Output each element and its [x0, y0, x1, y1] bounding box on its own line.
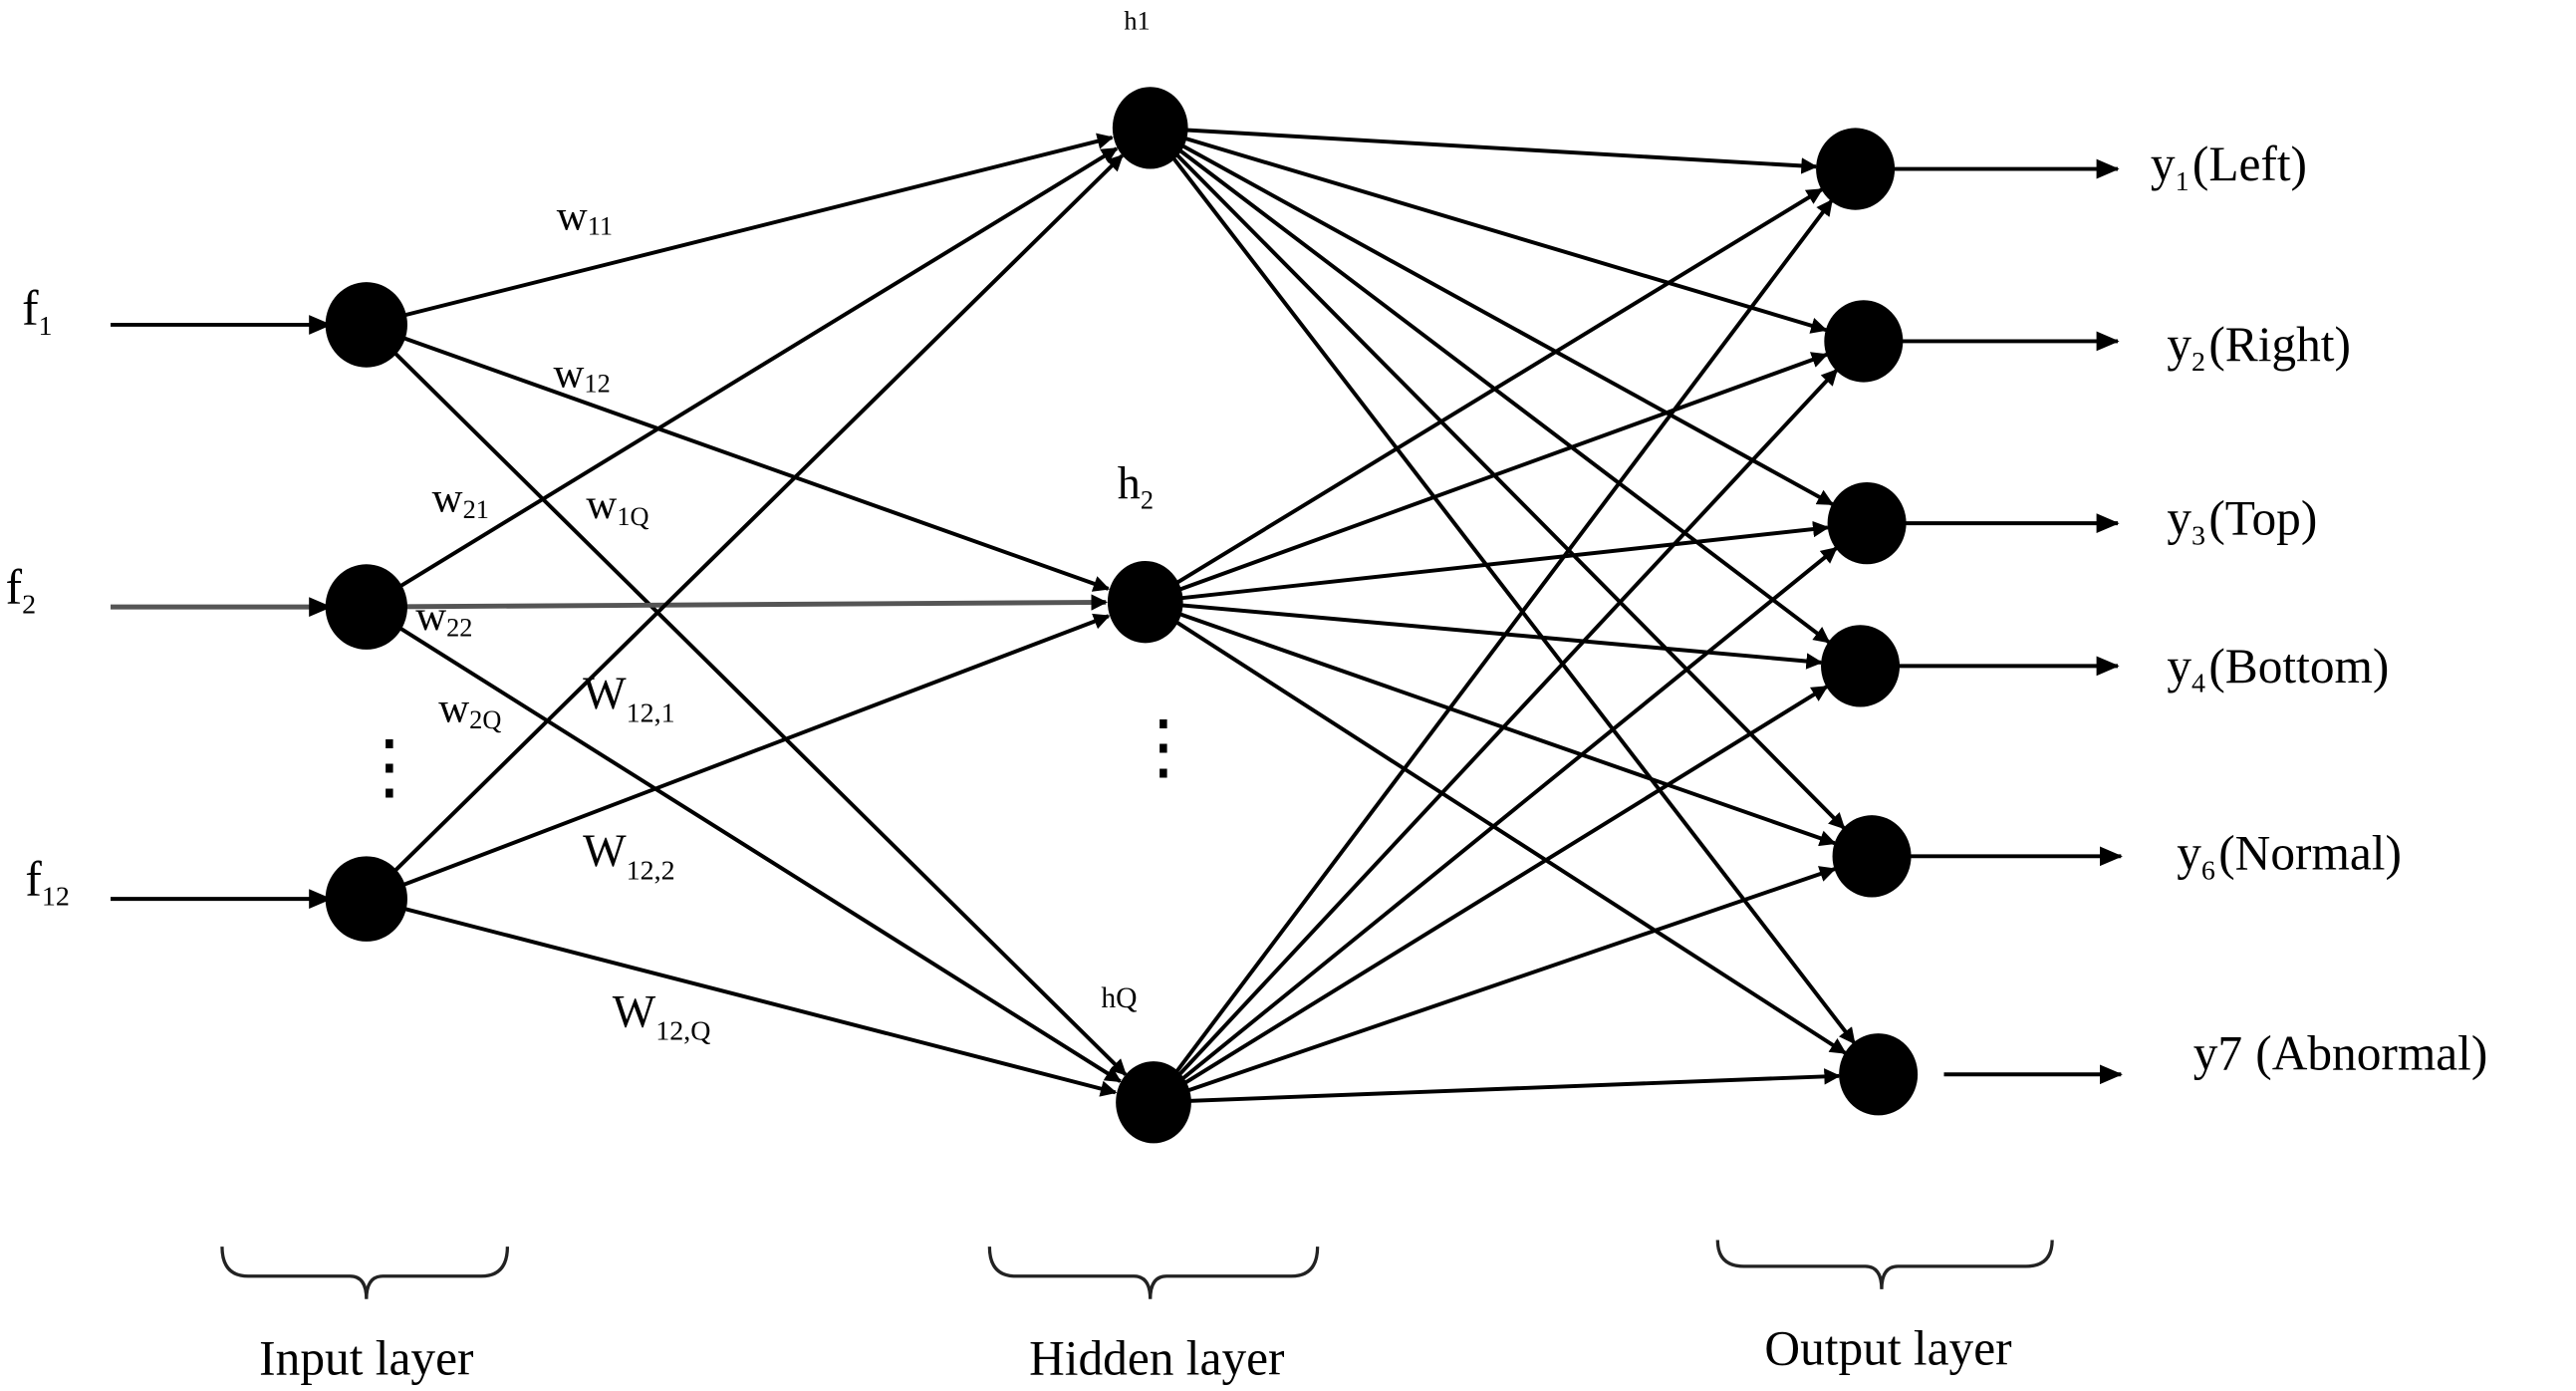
output-node-y7 — [1839, 1033, 1919, 1116]
output-node-y6 — [1832, 815, 1912, 898]
hidden-node-hQ — [1116, 1061, 1191, 1144]
edge-hQ-y4 — [1152, 685, 1829, 1104]
edge-h2-y1 — [1144, 187, 1824, 604]
output-label-y7: y7(Abnormal) — [2193, 1025, 2488, 1080]
edge-f1-hQ — [365, 323, 1128, 1076]
edge-hQ-y7 — [1153, 1068, 1841, 1105]
input-layer-brace — [220, 1247, 510, 1299]
edge-f1-h2 — [366, 323, 1111, 592]
output-label-y2: y2(Right) — [2167, 317, 2351, 378]
input-node-f2 — [325, 564, 407, 650]
edge-h1-y2 — [1150, 126, 1828, 334]
output-label-y3: y3(Top) — [2167, 491, 2317, 552]
output-node-y2 — [1824, 300, 1904, 383]
edge-h1-y6 — [1149, 127, 1846, 830]
weight-label-w22: w22 — [415, 593, 472, 643]
edge-h2-y4 — [1145, 600, 1823, 670]
hidden-node-h1 — [1112, 87, 1188, 169]
hidden-layer-label: Hidden layer — [1029, 1331, 1285, 1386]
weight-label-W12-2: W12,2 — [583, 825, 674, 886]
edge-f2-h2 — [366, 594, 1108, 611]
edge-hQ-y1 — [1152, 198, 1834, 1104]
edge-hQ-y6 — [1153, 866, 1837, 1105]
hidden-layer-brace — [987, 1247, 1320, 1299]
hidden-label-h2: h2 — [1118, 457, 1154, 514]
edge-h2-y3 — [1145, 520, 1830, 605]
edge-h2-y6 — [1145, 600, 1837, 847]
input-node-f12 — [325, 856, 407, 942]
weight-label-W12-1: W12,1 — [583, 668, 674, 728]
edge-f12-h2 — [366, 613, 1111, 901]
weight-label-w21: w21 — [432, 475, 489, 525]
input-ellipsis: ⋮ — [354, 725, 425, 806]
edge-h1-y1 — [1150, 126, 1818, 174]
output-label-y1: y1(Left) — [2151, 137, 2307, 197]
input-label-f1: f1 — [22, 281, 52, 342]
hidden-node-h2 — [1107, 561, 1183, 644]
output-label-y6: y6(Normal) — [2177, 826, 2402, 887]
weight-label-w12: w12 — [553, 351, 610, 399]
output-node-y4 — [1821, 625, 1901, 707]
hidden-label-h1: h1 — [1124, 7, 1150, 36]
output-node-y1 — [1816, 128, 1896, 210]
edge-f2-h1 — [365, 146, 1119, 609]
edge-h2-y2 — [1145, 352, 1829, 605]
edge-h1-y4 — [1149, 126, 1831, 645]
output-layer-label: Output layer — [1764, 1321, 2012, 1376]
neuron-nodes — [325, 87, 1919, 1144]
edge-f2-hQ — [365, 605, 1122, 1083]
weight-label-w11: w11 — [557, 192, 613, 240]
output-layer-brace — [1715, 1240, 2054, 1289]
input-layer-label: Input layer — [259, 1331, 474, 1386]
hidden-label-hQ: hQ — [1101, 982, 1137, 1014]
edge-h1-y3 — [1149, 126, 1834, 506]
edge-h2-y7 — [1144, 600, 1847, 1055]
weight-label-w2Q: w2Q — [438, 685, 501, 734]
edge-f12-hQ — [366, 897, 1118, 1097]
input-label-f12: f12 — [25, 852, 69, 913]
weight-label-W12-Q: W12,Q — [613, 986, 711, 1047]
edge-hQ-y2 — [1152, 368, 1839, 1104]
edge-h1-y7 — [1149, 127, 1857, 1045]
output-node-y3 — [1827, 481, 1907, 565]
connection-edges — [111, 126, 2123, 1105]
output-label-y4: y4(Bottom) — [2167, 639, 2389, 699]
edge-f1-h1 — [366, 133, 1114, 327]
edge-hQ-y3 — [1152, 546, 1838, 1104]
input-node-f1 — [325, 282, 407, 368]
input-label-f2: f2 — [6, 560, 36, 621]
hidden-ellipsis: ⋮ — [1128, 706, 1199, 787]
edge-f12-h1 — [365, 153, 1124, 901]
weight-label-w1Q: w1Q — [586, 481, 648, 531]
